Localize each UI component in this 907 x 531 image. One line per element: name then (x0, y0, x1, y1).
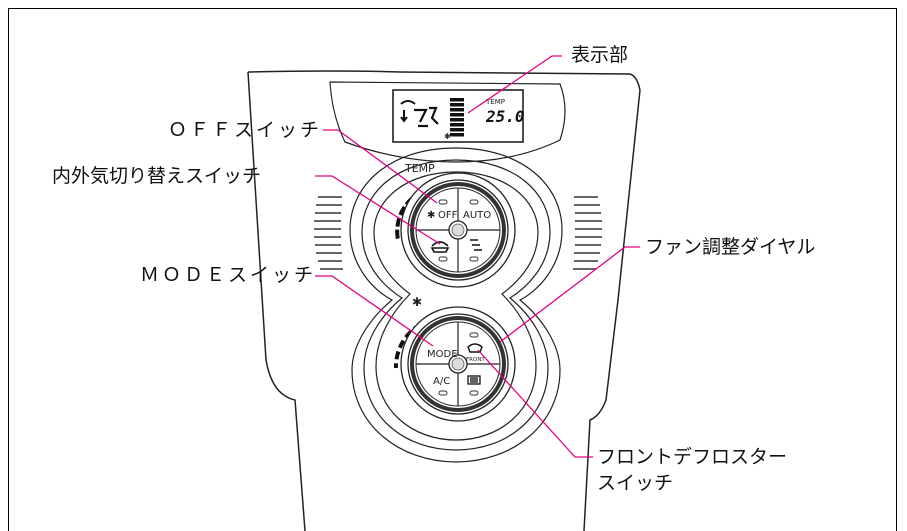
display-temp-value: 25.0 (485, 107, 525, 126)
callout-mode-switch: ＭＯＤＥスイッチ (140, 264, 317, 286)
right-vent-grille (573, 196, 602, 270)
leader-recirc-switch (315, 175, 441, 245)
front-defroster-button-label: FRONT (466, 357, 485, 363)
callout-off-switch: ＯＦＦスイッチ (168, 119, 323, 141)
leader-lines (315, 55, 640, 458)
callout-display: 表示部 (571, 44, 629, 66)
fan-scale-icon: ✱ (412, 295, 422, 309)
auto-button-label: AUTO (463, 210, 491, 221)
callout-recirculation-switch: 内外気切り替えスイッチ (52, 165, 262, 187)
display-fan-level-bar (450, 98, 464, 137)
display-temp-label: TEMP (485, 98, 505, 106)
recirculation-button-icon (430, 241, 450, 253)
display-recirculation-icon (400, 100, 416, 123)
panel-left-edge (247, 71, 306, 531)
off-fan-icon: ✱ (427, 210, 435, 221)
off-button-label: OFF (438, 210, 458, 221)
temp-dial (400, 172, 516, 288)
figure-frame (8, 8, 897, 531)
fan-dial (400, 306, 516, 422)
leader-front-defroster (477, 349, 593, 458)
display-fan-icon: ✱ (444, 132, 451, 141)
callout-front-defroster-line1: フロントデフロスター (597, 446, 788, 468)
ac-button-label: A/C (433, 376, 450, 387)
leader-fan-dial (499, 246, 640, 343)
leader-mode-switch (315, 275, 434, 347)
callout-front-defroster-line2: スイッチ (597, 472, 674, 494)
callout-fan-dial: ファン調整ダイヤル (645, 236, 816, 258)
rear-defogger-button-icon (467, 375, 481, 385)
front-defroster-button-icon (467, 343, 483, 353)
dial-surround (349, 147, 563, 463)
panel-top-edge (247, 70, 641, 91)
leader-off-switch (323, 129, 438, 204)
leader-display (467, 55, 562, 114)
mode-button-label: MODE (427, 349, 458, 360)
left-vent-grille (314, 196, 343, 270)
defrost-airflow-button-icon (470, 239, 482, 251)
display-air-flow-icon (414, 106, 439, 128)
panel-right-edge (583, 89, 641, 531)
dial-temp-label: TEMP (404, 162, 435, 175)
